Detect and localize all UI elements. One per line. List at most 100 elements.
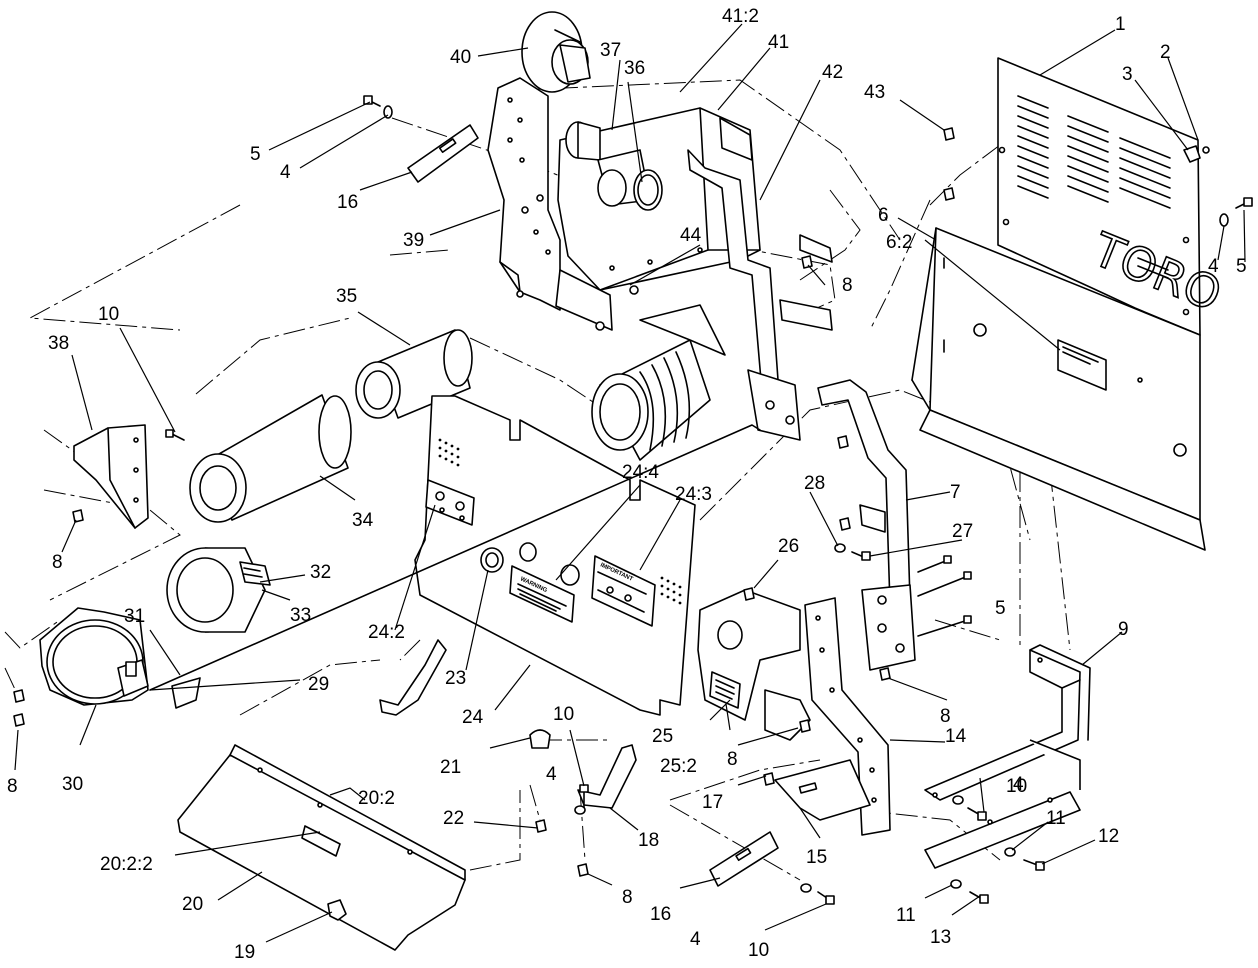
callout-5: 5 [250, 144, 261, 165]
part-36-hose-clamp [633, 169, 663, 211]
shield-vents-right [660, 576, 682, 605]
callout-10: 10 [553, 704, 574, 725]
callout-5: 5 [1236, 256, 1247, 277]
part-42-upright-bracket [687, 149, 833, 441]
callout-2: 2 [1160, 42, 1171, 63]
callout-26: 26 [778, 536, 799, 557]
callout-36: 36 [624, 58, 645, 79]
callout-24-2: 24:2 [368, 622, 405, 643]
intake-bellows [591, 304, 726, 461]
callout-23: 23 [445, 668, 466, 689]
callout-27: 27 [952, 521, 973, 542]
callout-24: 24 [462, 707, 484, 728]
part-29-tie-rod [149, 424, 761, 691]
part-44-bracket [555, 269, 613, 331]
part-23-grommet [480, 547, 504, 573]
callout-33: 33 [290, 605, 311, 626]
callout-13: 13 [930, 927, 951, 948]
callout-37: 37 [600, 40, 621, 61]
callout-11: 11 [896, 905, 916, 926]
callout-16: 16 [650, 904, 671, 925]
part-9-u-frame [924, 644, 1091, 801]
part-41-support-plate [555, 107, 761, 331]
callout-4: 4 [546, 764, 557, 785]
part-38-side-bracket [73, 424, 149, 529]
part-6-mounting-panel [911, 227, 1206, 551]
part-14-mounting-plate [804, 597, 891, 836]
callout-35: 35 [336, 286, 357, 307]
callout-9: 9 [1118, 619, 1129, 640]
callout-10: 10 [98, 304, 119, 325]
callout-4: 4 [690, 929, 701, 950]
callout-8: 8 [940, 706, 951, 727]
callout-39: 39 [403, 230, 424, 251]
callout-17: 17 [702, 792, 723, 813]
callout-41: 41 [768, 32, 789, 53]
callout-19: 19 [234, 942, 255, 963]
callout-7: 7 [950, 482, 961, 503]
callout-24-4: 24:4 [622, 462, 659, 483]
leader-lines [14, 23, 1246, 943]
part-40-intake-cap [521, 11, 591, 93]
decal-6-2 [1057, 339, 1107, 391]
callout-21: 21 [440, 757, 461, 778]
callout-1: 1 [1115, 14, 1126, 35]
callout-16: 16 [337, 192, 358, 213]
callout-43: 43 [864, 82, 885, 103]
callout-10: 10 [748, 940, 769, 961]
part-16-link-plate-lower [709, 831, 779, 887]
part-16-link-plate-upper [407, 124, 479, 183]
part-30-mounting-band [39, 607, 149, 706]
decal-24-4-warning: WARNING [509, 565, 575, 623]
callout-6-2: 6:2 [886, 232, 912, 253]
callout-8: 8 [842, 275, 853, 296]
callout-20-2: 20:2 [358, 788, 395, 809]
callout-3: 3 [1122, 64, 1133, 85]
callout-41-2: 41:2 [722, 6, 759, 27]
shield-vents-left [438, 438, 460, 467]
callout-4: 4 [1208, 256, 1219, 277]
callout-11: 11 [1046, 808, 1066, 829]
callout-labels: 1 2 3 4 4 4 4 4 5 5 5 6 6:2 7 8 8 8 8 8 … [7, 6, 1247, 963]
part-32-precleaner [166, 547, 271, 633]
callout-32: 32 [310, 562, 331, 583]
part-18-bracket [379, 639, 637, 809]
callout-40: 40 [450, 47, 471, 68]
part-34-primary-filter [189, 394, 352, 523]
callout-24-3: 24:3 [675, 484, 712, 505]
callout-38: 38 [48, 333, 69, 354]
part-24-shield: WARNING IMPORTANT [414, 395, 696, 716]
hardware [13, 95, 1253, 921]
cover-vents [1017, 95, 1171, 279]
callout-42: 42 [822, 62, 843, 83]
callout-20-2-2: 20:2:2 [100, 854, 153, 875]
part-7-right-upright [817, 379, 916, 671]
callout-30: 30 [62, 774, 83, 795]
decal-24-2 [425, 479, 475, 526]
callout-4: 4 [280, 162, 291, 183]
callout-18: 18 [638, 830, 659, 851]
part-33-valve [239, 561, 271, 586]
part-25-control-bracket [697, 589, 811, 741]
callout-34: 34 [352, 510, 374, 531]
part-15-small-bracket [774, 759, 871, 821]
callout-31: 31 [124, 606, 145, 627]
callout-44: 44 [680, 225, 702, 246]
callout-28: 28 [804, 473, 825, 494]
callout-15: 15 [806, 847, 827, 868]
part-11-lower-strap [924, 739, 1081, 869]
callout-8: 8 [727, 749, 738, 770]
callout-8: 8 [622, 887, 633, 908]
callout-25-2: 25:2 [660, 756, 697, 777]
callout-8: 8 [52, 552, 63, 573]
callout-5: 5 [995, 598, 1006, 619]
callout-8: 8 [7, 776, 18, 797]
callout-6: 6 [878, 205, 889, 226]
callout-10: 10 [1006, 776, 1027, 797]
callout-29: 29 [308, 674, 329, 695]
part-39-main-bracket [487, 77, 561, 311]
callout-25: 25 [652, 726, 673, 747]
part-31-ejector-valve [171, 677, 201, 709]
